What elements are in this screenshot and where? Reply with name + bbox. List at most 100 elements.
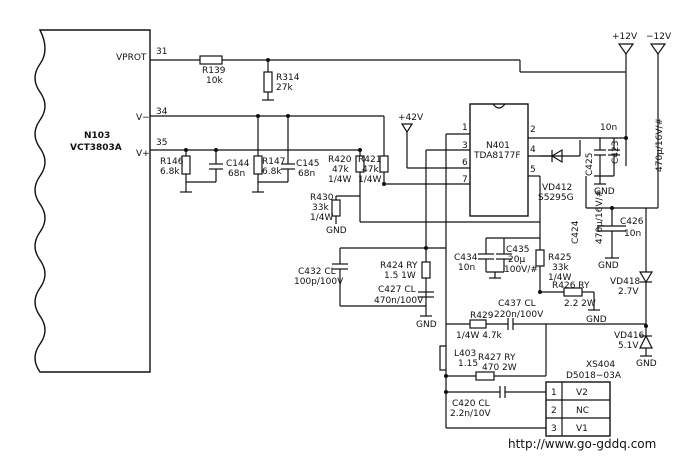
pin-34-label: 34 <box>156 107 168 117</box>
xs404-body <box>545 381 611 437</box>
xs404-ref: XS404 <box>586 360 615 370</box>
xs404-pin3-name: V1 <box>576 424 588 434</box>
c420-val: 2.2n/10V <box>450 409 492 419</box>
r430-val1: 33k <box>312 203 329 213</box>
r425-val1: 33k <box>552 263 569 273</box>
c427-ref: C427 CL <box>378 285 416 295</box>
r314-resistor <box>263 71 273 93</box>
r426-val: 2.2 2W <box>564 299 596 309</box>
power-minus12v-label: −12V <box>646 32 672 42</box>
c426-val: 10n <box>624 229 641 239</box>
c435-val1: 20μ <box>508 255 525 265</box>
r429-val: 1/4W 4.7k <box>456 331 503 341</box>
r421-ref: R421 <box>358 155 381 165</box>
r426-gnd: GND <box>586 315 607 325</box>
ic-n401-ref: N401 <box>486 141 510 151</box>
c432-ref: C432 CL <box>298 267 336 277</box>
c423-ref: C423 <box>611 141 621 164</box>
power-plus42v-symbol <box>400 123 414 134</box>
c434-ref: C434 <box>454 253 478 263</box>
ic-n103-part: VCT3803A <box>70 143 122 153</box>
r139-val: 10k <box>206 76 223 86</box>
l403-val: 1.15 <box>458 359 478 369</box>
r424-val: 1.5 1W <box>384 271 416 281</box>
c145-val: 68n <box>298 169 315 179</box>
c432-val: 100p/100V <box>294 277 344 287</box>
ic-n401-pin7: 7 <box>462 175 468 185</box>
xs404-pin1-name: V2 <box>576 388 588 398</box>
ic-n401-pin5: 5 <box>530 165 536 175</box>
r314-ref: R314 <box>276 73 300 83</box>
c144-val: 68n <box>228 169 245 179</box>
c435-val2: 100V/# <box>504 265 538 275</box>
c435-ref: C435 <box>506 245 529 255</box>
r429-ref: R429 <box>470 311 494 321</box>
ic-n103-body <box>34 29 151 373</box>
xs404-part: D5018−03A <box>566 371 622 381</box>
watermark-url: http://www.go-gddq.com <box>508 437 656 451</box>
r147-val: 6.8k <box>262 167 282 177</box>
r421-val1: 47k <box>362 165 379 175</box>
c423-val: 470μ/16V/# <box>655 118 665 172</box>
vd418-val: 2.7V <box>618 287 639 297</box>
c437-ref: C437 CL <box>498 299 536 309</box>
ic-n401-pin4: 4 <box>530 145 536 155</box>
power-plus12v-label: +12V <box>612 32 638 42</box>
r420-val1: 47k <box>332 165 349 175</box>
xs404-pin1-num: 1 <box>551 388 557 398</box>
ic-n401-pin6: 6 <box>462 158 468 168</box>
r139-ref: R139 <box>202 66 226 76</box>
xs404-pin2-num: 2 <box>551 406 557 416</box>
r314-val: 27k <box>276 83 293 93</box>
r430-ref: R430 <box>310 193 334 203</box>
xs404-pin3-num: 3 <box>551 424 557 434</box>
l403-ref: L403 <box>454 349 476 359</box>
c424-gnd: GND <box>598 261 619 271</box>
c144-ref: C144 <box>226 159 250 169</box>
ic-n401-pin1: 1 <box>462 123 468 133</box>
r429-resistor <box>469 319 487 329</box>
vd412-diode <box>550 148 563 164</box>
r420-val2: 1/4W <box>328 175 351 185</box>
vd412-ref: VD412 <box>542 183 572 193</box>
r139-resistor <box>199 55 223 65</box>
pin-31-label: 31 <box>156 47 167 57</box>
net-vplus-label: V+ <box>136 149 150 159</box>
r427-val: 470 2W <box>482 363 517 373</box>
l403-inductor <box>439 345 446 371</box>
power-plus12v-symbol <box>617 43 635 56</box>
r146-ref: R146 <box>160 157 184 167</box>
c425-val: 10n <box>600 123 617 133</box>
c437-val: 220n/100V <box>494 310 544 320</box>
r146-val: 6.8k <box>160 167 180 177</box>
r424-resistor <box>421 261 431 279</box>
c424-ref: C424 <box>571 220 581 244</box>
c420-ref: C420 CL <box>452 399 490 409</box>
ic-n401-part: TDA8177F <box>473 151 521 161</box>
c425-ref: C425 <box>585 153 595 176</box>
vd416-gnd: GND <box>636 359 657 369</box>
power-plus42v-label: +42V <box>398 113 424 123</box>
r427-ref: R427 RY <box>478 353 516 363</box>
r420-ref: R420 <box>328 155 352 165</box>
r421-val2: 1/4W <box>358 175 381 185</box>
pin-35-label: 35 <box>156 138 167 148</box>
vd418-ref: VD418 <box>610 277 641 287</box>
ic-n401-pin2: 2 <box>530 125 536 135</box>
vd418-diode <box>638 271 654 284</box>
c427-gnd: GND <box>416 320 437 330</box>
r425-resistor <box>535 249 545 267</box>
r430-val2: 1/4W <box>310 213 333 223</box>
net-vminus-label: V− <box>136 113 150 123</box>
ic-n401-body <box>469 103 529 217</box>
power-minus12v-symbol <box>649 43 667 56</box>
c434-val: 10n <box>458 263 475 273</box>
vd416-ref: VD416 <box>614 331 645 341</box>
r424-ref: R424 RY <box>380 261 418 271</box>
r425-ref: R425 <box>548 253 571 263</box>
c427-val: 470n/100V <box>374 296 424 306</box>
r147-ref: R147 <box>262 157 285 167</box>
ic-n103-ref: N103 <box>84 131 110 141</box>
c145-ref: C145 <box>296 159 319 169</box>
